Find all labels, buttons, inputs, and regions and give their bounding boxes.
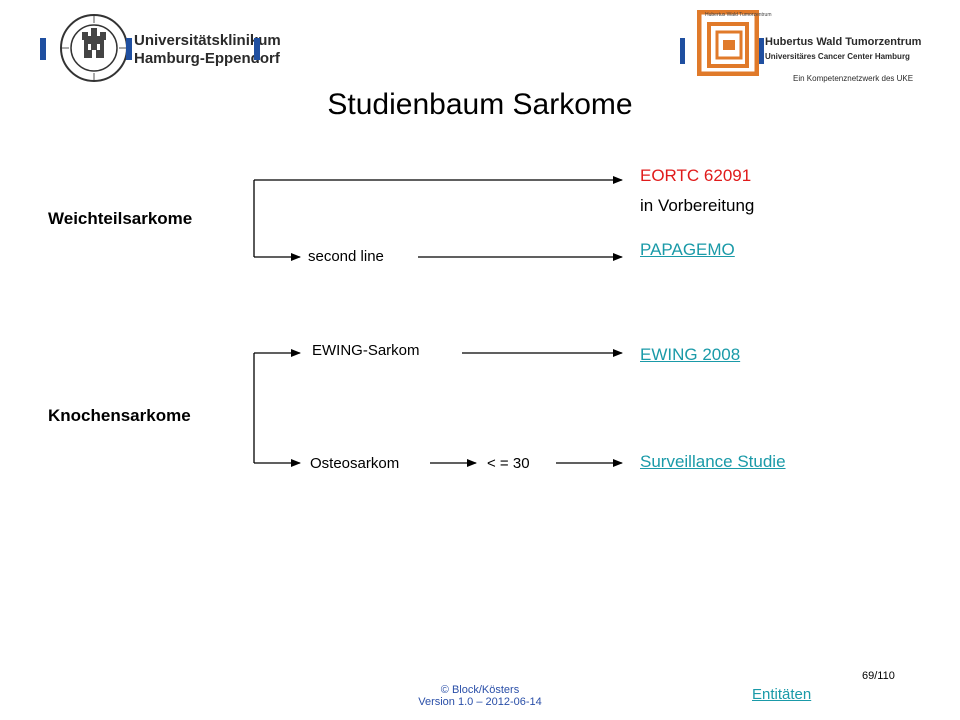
ewing-node: EWING-Sarkom (312, 342, 420, 359)
hw-subtitle: Universitäres Cancer Center Hamburg (765, 52, 910, 61)
papagemo-link[interactable]: PAPAGEMO (640, 240, 735, 259)
hw-mini-label: Hubertus Wald Tumorzentrum (705, 12, 772, 18)
page-number: 69/110 (862, 670, 895, 682)
uke-name-line1: Universitätsklinikum (134, 32, 281, 49)
uke-mid-bar (126, 38, 132, 60)
uke-right-bar (254, 38, 260, 60)
footer-copyright: © Block/Kösters (440, 684, 520, 696)
eortc-study: EORTC 62091 (640, 166, 752, 185)
page-title: Studienbaum Sarkome (327, 88, 633, 121)
age-criterion: < = 30 (487, 455, 530, 472)
footer-credits: © Block/Kösters Version 1.0 – 2012-06-14 (380, 684, 580, 708)
second-line-node: second line (308, 248, 384, 265)
hw-tagline: Ein Kompetenznetzwerk des UKE (793, 74, 914, 83)
uke-logo: Universitätsklinikum Hamburg-Eppendorf (40, 10, 281, 90)
bone-label: Knochensarkome (48, 406, 191, 425)
entitaten-link[interactable]: Entitäten (752, 686, 812, 703)
hw-title: Hubertus Wald Tumorzentrum (765, 36, 922, 48)
footer-version: Version 1.0 – 2012-06-14 (418, 696, 542, 708)
hw-left-bar (680, 38, 685, 64)
uke-name: Universitätsklinikum Hamburg-Eppendorf (134, 32, 281, 68)
soft-tissue-label: Weichteilsarkome (48, 209, 193, 228)
university-seal-icon (60, 14, 128, 82)
uke-name-line2: Hamburg-Eppendorf (134, 50, 280, 67)
surveillance-study-link[interactable]: Surveillance Studie (640, 452, 786, 471)
uke-left-bar (40, 38, 46, 60)
ewing-2008-link[interactable]: EWING 2008 (640, 345, 741, 364)
tumorzentrum-logo-icon (697, 10, 759, 76)
osteo-node: Osteosarkom (310, 455, 400, 472)
eortc-status: in Vorbereitung (640, 196, 755, 215)
hw-mid-bar (759, 38, 764, 64)
hubertus-wald-logo: Hubertus Wald Tumorzentrum Hubertus Wald… (675, 10, 935, 90)
